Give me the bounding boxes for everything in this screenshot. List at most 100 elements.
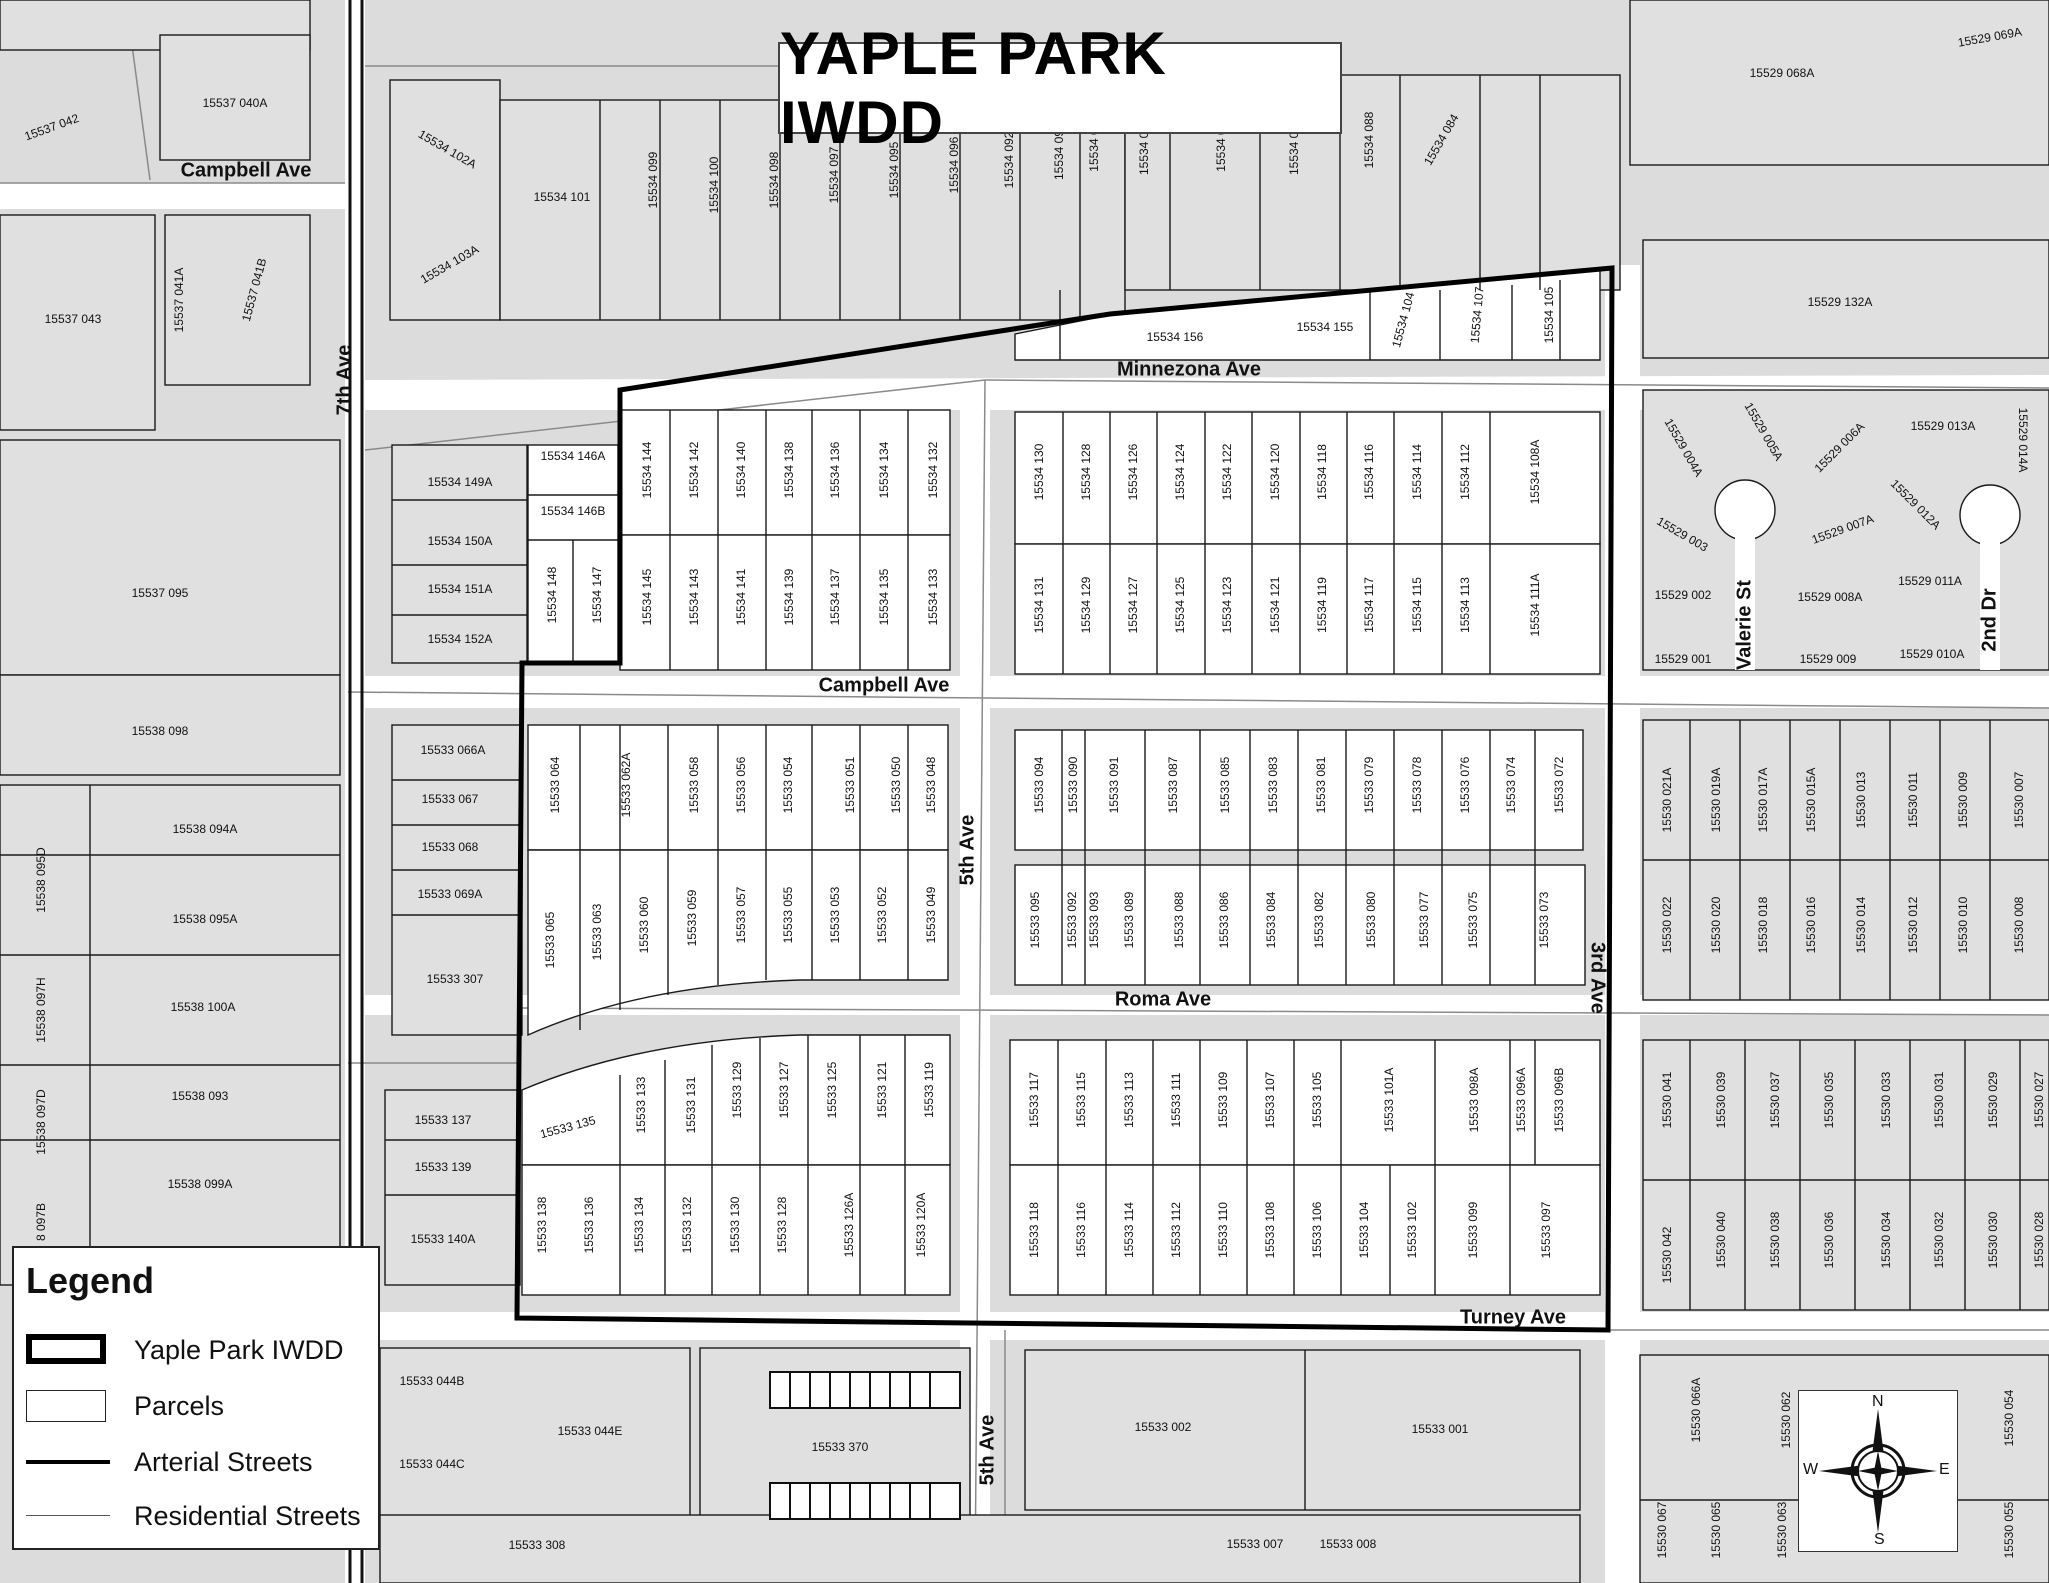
parcel-label: 15534 149A [428,475,493,489]
parcel-label: 15534 107 [1468,286,1487,344]
parcel-label: 15533 107 [1263,1071,1277,1128]
parcel-label: 15533 115 [1074,1072,1088,1128]
parcel-label: 15533 113 [1122,1072,1136,1128]
parcel-label: 15534 096 [947,136,961,193]
parcel-label: 15538 097D [34,1089,48,1155]
legend-label: Yaple Park IWDD [134,1334,344,1365]
parcel-label: 15534 099 [646,151,660,208]
parcel-label: 15533 307 [427,972,484,986]
parcel-label: 15533 137 [415,1113,472,1127]
legend-arterial-symbol [24,1444,114,1480]
parcel-label: 15533 055 [781,886,795,943]
parcel-label: 15534 142 [687,441,701,498]
parcel-label: 15533 102 [1405,1201,1419,1258]
parcel-label: 15530 029 [1986,1071,2000,1128]
parcel-label: 15530 040 [1714,1211,1728,1268]
parcel-label: 15533 132 [680,1196,694,1253]
parcel-label: 15533 082 [1312,891,1326,948]
parcel-label: 15533 138 [535,1196,549,1253]
parcel-label: 15534 148 [545,566,559,623]
parcel-label: 15533 051 [843,756,857,813]
parcel-label: 15534 117 [1362,577,1376,633]
parcel-label: 15533 058 [687,756,701,813]
parcel-label: 15534 146B [541,504,606,518]
parcel-label: 15534 152A [428,632,493,646]
parcel-label: 15533 085 [1218,756,1232,813]
legend-item-arterial: Arterial Streets [24,1440,374,1484]
parcel-label: 15533 007 [1227,1537,1284,1551]
parcel-label: 15529 010A [1900,647,1965,661]
parcel-label: 15538 094A [173,822,238,836]
parcel-label: 15534 0 [1087,128,1101,172]
street-label: Campbell Ave [181,159,312,181]
parcel-label: 15533 044E [558,1424,623,1438]
parcel-label: 15529 013A [1911,419,1976,433]
parcel-label: 15533 053 [828,886,842,943]
parcel-label: 15529 068A [1750,66,1815,80]
parcel-label: 15534 140 [734,441,748,498]
parcel-label: 15533 072 [1552,756,1566,813]
compass-w: W [1803,1461,1819,1478]
parcel-label: 15530 034 [1879,1211,1893,1268]
parcel-label: 15533 080 [1364,891,1378,948]
parcel-label: 15533 308 [509,1538,566,1552]
parcel-label: 15533 002 [1135,1420,1192,1434]
parcel-label: 15530 020 [1709,896,1723,953]
parcel-label: 15530 010 [1956,896,1970,953]
parcel-label: 15538 093 [172,1089,229,1103]
parcel-label: 15533 126A [842,1193,856,1258]
parcel-label: 15534 088 [1362,111,1376,168]
parcel-label: 15530 018 [1756,896,1770,953]
parcel-label: 15530 011 [1906,772,1920,828]
parcel-label: 15530 042 [1660,1226,1674,1283]
parcel-label: 15534 105 [1542,286,1556,343]
parcel-label: 15534 115 [1410,577,1424,633]
legend-title: Legend [26,1260,155,1301]
parcel-label: 15533 133 [634,1076,648,1133]
parcel-label: 15530 027 [2032,1071,2046,1128]
parcel-label: 15533 056 [734,756,748,813]
legend-item-parcels: Parcels [24,1384,374,1428]
parcel-label: 15534 146A [541,449,606,463]
parcel-label: 15533 092 [1065,891,1079,948]
parcel-label: 15533 130 [728,1196,742,1253]
parcel-label: 15530 039 [1714,1071,1728,1128]
parcel-label: 15534 100 [707,156,721,213]
parcel-label: 15533 090 [1066,756,1080,813]
parcel-label: 15533 081 [1314,756,1328,813]
parcel-label: 15537 040A [203,96,268,110]
parcel-label: 15533 101A [1382,1068,1396,1133]
parcel-label: 15533 079 [1362,756,1376,813]
parcel-label: 15530 067 [1655,1501,1669,1558]
building-lines [789,1372,931,1519]
parcel-label: 15533 111 [1169,1072,1183,1127]
buildings [769,1371,961,1520]
parcel-label: 15534 118 [1315,444,1329,500]
parcel-label: 15530 009 [1956,771,1970,828]
parcel-label: 15534 111A [1528,574,1542,637]
parcel-label: 15533 129 [730,1061,744,1118]
parcel-label: 15530 012 [1906,896,1920,953]
parcel-label: 15534 125 [1173,576,1187,633]
parcel-label: 15538 095A [173,912,238,926]
legend-item-boundary: Yaple Park IWDD [24,1328,374,1372]
parcel-label: 15533 088 [1172,891,1186,948]
parcel-label: 15530 036 [1822,1211,1836,1268]
compass-n: N [1872,1393,1884,1410]
legend-boundary-symbol [24,1332,114,1368]
legend-label: Parcels [134,1390,225,1421]
parcel-label: 15534 112 [1458,444,1472,500]
parcel-label: 15534 097 [827,146,841,203]
parcel-label: 15533 064 [548,756,562,813]
parcel-label: 15534 116 [1362,444,1376,500]
parcel-label: 15533 370 [812,1440,869,1454]
parcel-label: 15533 106 [1310,1201,1324,1258]
parcel-label: 15533 078 [1410,756,1424,813]
parcel-label: 15530 066A [1689,1378,1703,1443]
parcel-label: 15533 044C [399,1457,465,1471]
parcel-label: 15533 112 [1169,1202,1183,1258]
parcel-label: 15533 091 [1107,756,1121,813]
parcel-label: 15530 035 [1822,1071,1836,1128]
parcel-label: 15533 077 [1417,891,1431,948]
